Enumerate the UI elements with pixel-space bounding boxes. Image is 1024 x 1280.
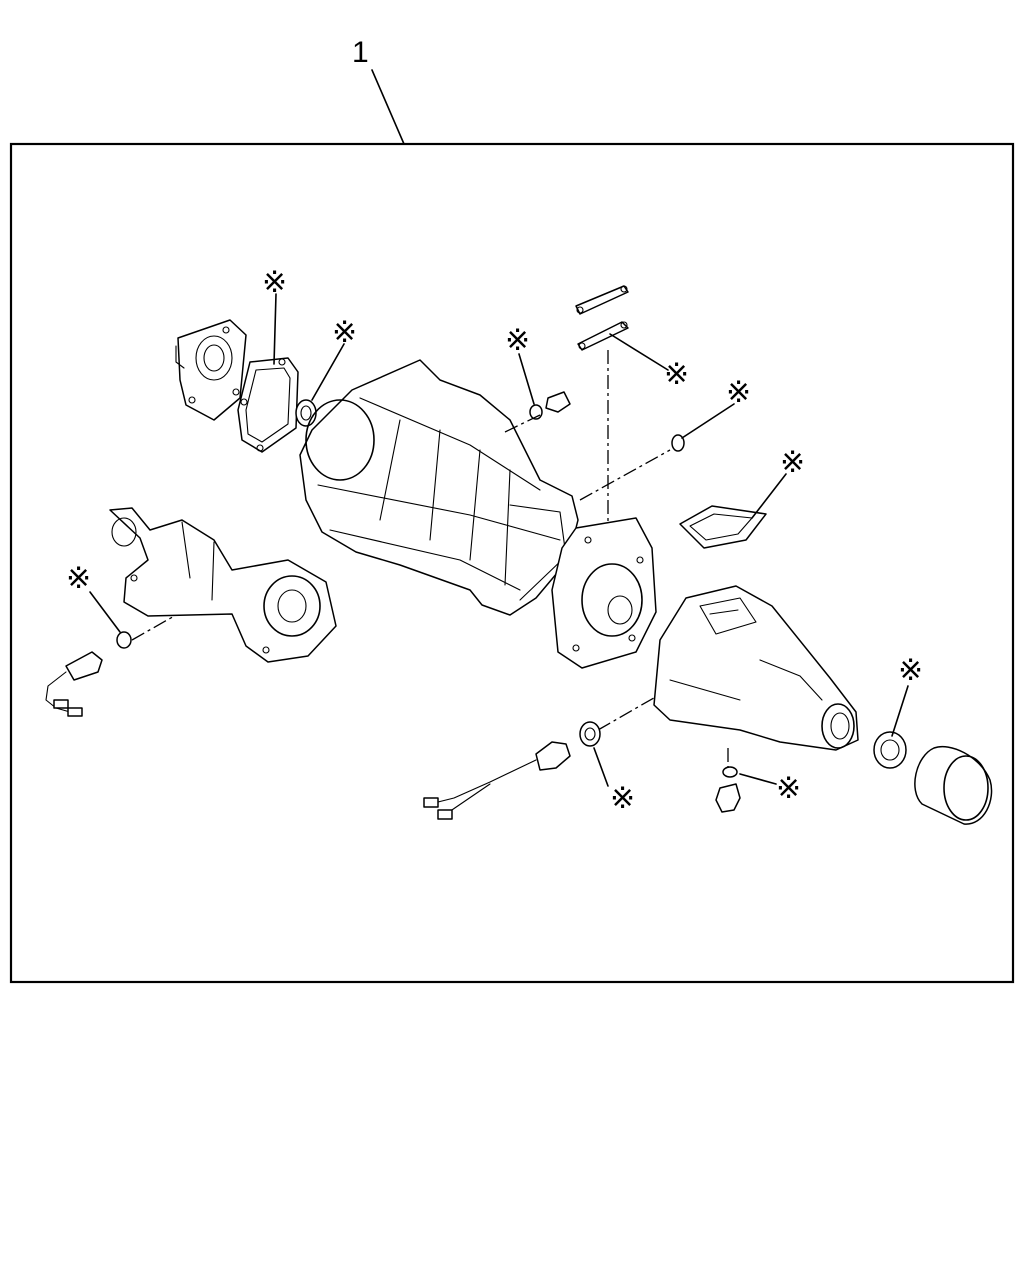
drain-o-ring bbox=[722, 766, 738, 778]
front-bearing-retainer bbox=[175, 319, 247, 421]
assembly-line-2 bbox=[579, 449, 671, 501]
marker-gasket-front: ※ bbox=[262, 266, 287, 299]
marker-o-ring: ※ bbox=[726, 376, 751, 409]
switch-washer bbox=[116, 631, 132, 649]
back-up-lamp-switch bbox=[45, 651, 103, 717]
callout-number-1: 1 bbox=[352, 36, 369, 69]
callout-leader-1 bbox=[371, 69, 405, 145]
oil-seal bbox=[295, 399, 317, 427]
drain-bolt bbox=[715, 783, 741, 813]
marker-plug-washer: ※ bbox=[505, 324, 530, 357]
marker-drain-o-ring: ※ bbox=[776, 772, 801, 805]
dust-boot bbox=[914, 745, 993, 825]
link-gasket bbox=[577, 321, 629, 351]
assembly-line-1 bbox=[504, 414, 541, 433]
marker-leaders bbox=[89, 293, 909, 787]
transmission-case bbox=[299, 359, 579, 616]
shift-link bbox=[575, 285, 629, 315]
marker-asterisks: ※ ※ ※ ※ ※ ※ ※ ※ ※ ※ bbox=[66, 266, 923, 815]
speed-sensor bbox=[423, 741, 571, 820]
marker-link-gasket: ※ bbox=[664, 358, 689, 391]
marker-rear-seal: ※ bbox=[898, 654, 923, 687]
drain-plug bbox=[545, 391, 571, 413]
marker-oil-seal: ※ bbox=[332, 316, 357, 349]
assembly-frame bbox=[9, 142, 1015, 984]
o-ring-upper bbox=[671, 434, 685, 452]
adapter-plate bbox=[551, 517, 657, 669]
extension-housing bbox=[653, 585, 859, 751]
sensor-washer bbox=[579, 721, 601, 747]
rear-oil-seal bbox=[873, 731, 907, 769]
marker-cover-gasket: ※ bbox=[780, 446, 805, 479]
marker-sensor-washer: ※ bbox=[610, 782, 635, 815]
front-cover-gasket bbox=[237, 357, 299, 453]
cover-gasket bbox=[679, 505, 767, 549]
marker-switch-washer: ※ bbox=[66, 562, 91, 595]
shift-housing bbox=[109, 507, 337, 663]
